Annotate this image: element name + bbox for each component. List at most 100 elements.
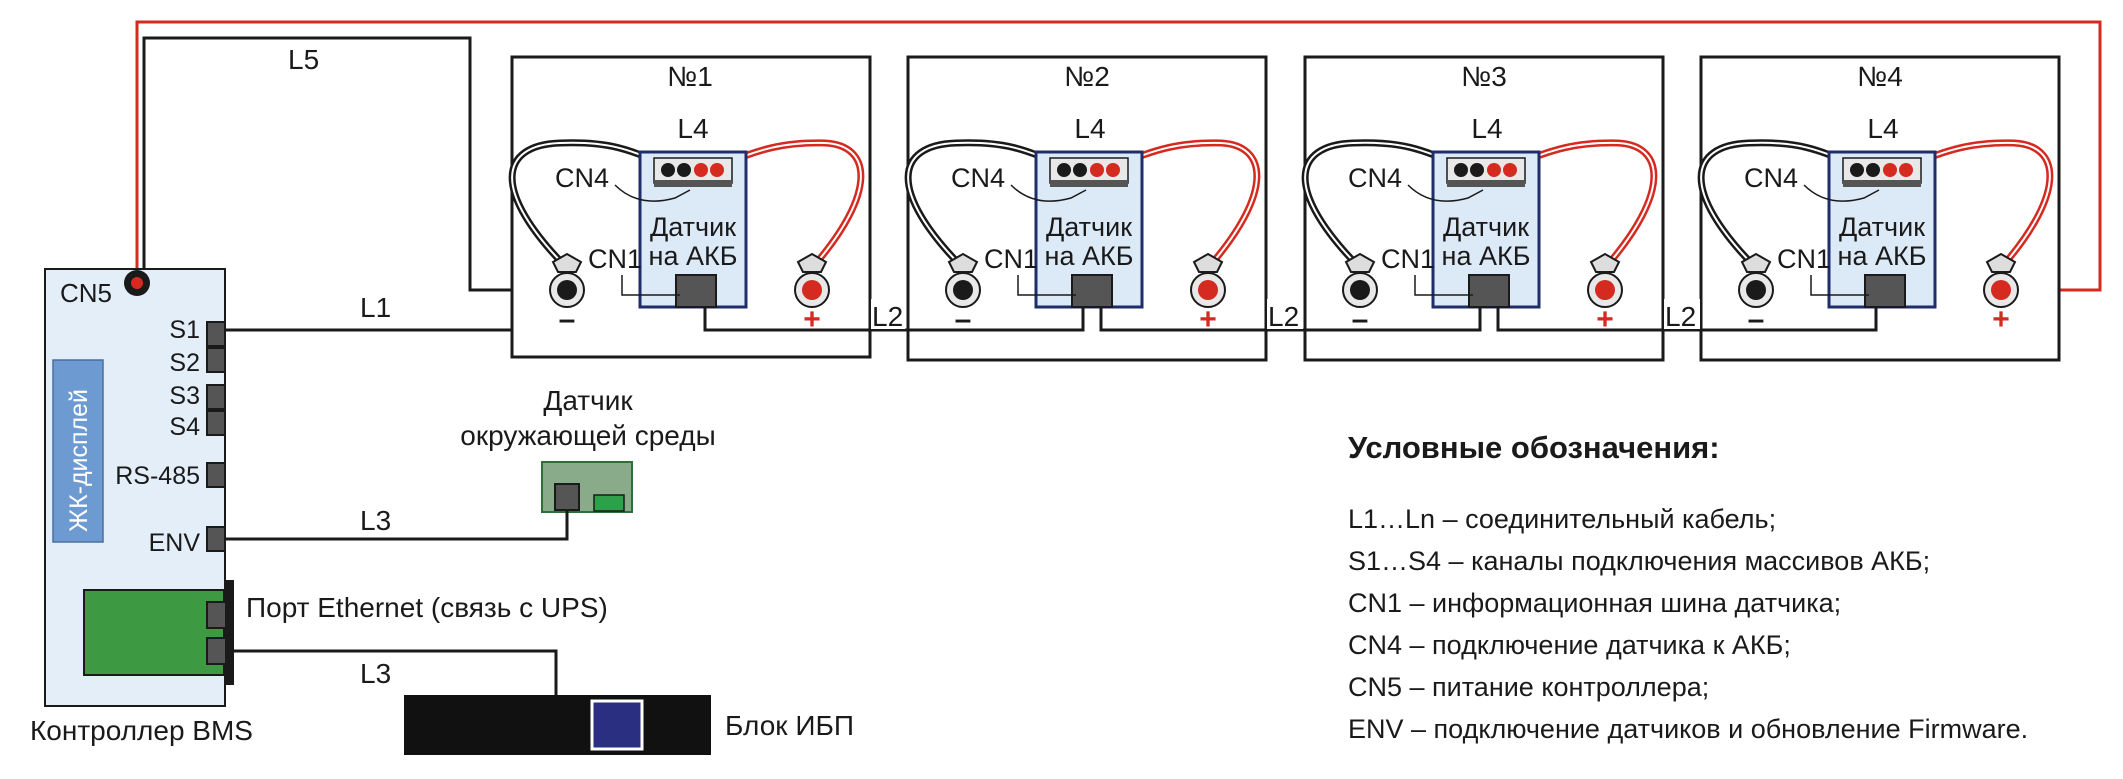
battery-4-plus-sign: + — [1992, 303, 2010, 336]
controller-name: Контроллер BMS — [30, 715, 253, 746]
l5-label: L5 — [288, 44, 319, 75]
l2-label-3: L2 — [1665, 301, 1696, 332]
battery-1-sensor-text2: на АКБ — [649, 241, 738, 271]
lcd-display — [52, 359, 104, 543]
battery-3-plus-sign: + — [1596, 303, 1614, 336]
battery-3-pin-1 — [1454, 163, 1468, 177]
battery-2-sensor-text1: Датчик — [1046, 212, 1132, 242]
battery-2-pin-2 — [1073, 163, 1087, 177]
battery-2-minus-lug — [947, 252, 979, 273]
battery-1-cn4-leader — [614, 184, 691, 202]
battery-3-black-wire-core — [1304, 141, 1459, 269]
battery-3-sensor-header-bar — [1447, 180, 1525, 187]
battery-1-cn1-connector — [675, 274, 717, 308]
battery-2-cn4-label: CN4 — [951, 163, 1005, 193]
l5-wire — [142, 36, 555, 292]
legend-item-3: CN1 – информационная шина датчика; — [1348, 588, 1841, 618]
battery-3-cn1-label: CN1 — [1381, 244, 1435, 274]
battery-4-cn1-leader — [1810, 275, 1869, 296]
battery-1-red-wire-core — [719, 141, 862, 269]
port-s3 — [206, 384, 226, 410]
l2-label-1: L2 — [872, 301, 903, 332]
battery-1-plus-terminal-core — [802, 280, 822, 300]
battery-1-sensor-header-bar — [654, 180, 732, 187]
env-sensor-connector — [554, 483, 580, 511]
l3-ups-wire — [226, 649, 558, 695]
battery-4-plus-terminal-core — [1991, 280, 2011, 300]
ethernet-label: Порт Ethernet (связь с UPS) — [246, 592, 608, 623]
battery-4-black-wire-core — [1700, 141, 1855, 269]
battery-4-cn1-label: CN1 — [1777, 244, 1831, 274]
battery-3-sensor-text1: Датчик — [1443, 212, 1529, 242]
battery-4-pin-2 — [1866, 163, 1880, 177]
battery-2: №2 L4 Датчик на АКБ CN4 CN1 – + — [904, 55, 1268, 362]
battery-3-minus-terminal-core — [1350, 280, 1370, 300]
ethernet-port-1 — [206, 601, 227, 629]
legend-item-6: ENV – подключение датчиков и обновление … — [1348, 714, 2028, 744]
battery-4-pin-1 — [1850, 163, 1864, 177]
battery-3-cn1-leader — [1414, 275, 1473, 296]
ethernet-bracket — [226, 580, 234, 685]
battery-4-sensor-text1: Датчик — [1839, 212, 1925, 242]
controller-bms: CN5 ЖК-дисплей S1 S2 S3 S4 RS-485 ENV Ко… — [30, 268, 253, 746]
ethernet-port-2 — [206, 637, 227, 665]
battery-2-sensor-header-bar — [1050, 180, 1128, 187]
battery-3-cn4-leader — [1407, 184, 1484, 202]
ups-unit: Блок ИБП — [404, 695, 854, 755]
battery-2-sensor-text2: на АКБ — [1045, 241, 1134, 271]
battery-2-minus-sign: – — [955, 303, 972, 336]
battery-2-red-wire-core — [1115, 141, 1258, 269]
battery-4-red-wire-core — [1908, 141, 2051, 269]
port-s1-label: S1 — [169, 316, 200, 344]
env-sensor-chip — [593, 494, 625, 512]
port-s2 — [206, 347, 226, 373]
battery-1-plus-lug — [796, 252, 828, 273]
battery-4-cn4-leader — [1803, 184, 1880, 202]
battery-2-pin-1 — [1057, 163, 1071, 177]
battery-4-number: №4 — [1857, 61, 1903, 92]
port-s2-label: S2 — [169, 349, 200, 377]
port-env-label: ENV — [149, 529, 201, 557]
port-s1 — [206, 321, 226, 347]
port-env — [206, 526, 226, 552]
battery-3-pin-4 — [1503, 163, 1517, 177]
l2-label-bg-2 — [1267, 299, 1303, 329]
l2-label-bg-1 — [871, 299, 905, 329]
l2-wire-1-2 — [703, 307, 1085, 332]
battery-4-minus-terminal-core — [1746, 280, 1766, 300]
battery-2-plus-sign: + — [1199, 303, 1217, 336]
legend-title: Условные обозначения: — [1348, 430, 1720, 465]
battery-4: №4 L4 Датчик на АКБ CN4 CN1 – + — [1697, 55, 2061, 362]
l2-label-2: L2 — [1268, 301, 1299, 332]
battery-1-pin-2 — [677, 163, 691, 177]
ups-label: Блок ИБП — [725, 710, 854, 741]
port-s4-label: S4 — [169, 413, 200, 441]
battery-2-number: №2 — [1064, 61, 1110, 92]
red-power-wire-top — [135, 20, 2102, 292]
l3-ups-label: L3 — [360, 658, 391, 689]
lcd-label: ЖК-дисплей — [65, 389, 93, 532]
battery-4-minus-lug — [1740, 252, 1772, 273]
battery-1-cn1-leader — [621, 275, 680, 296]
battery-1-sensor-text1: Датчик — [650, 212, 736, 242]
port-rs485-label: RS-485 — [115, 462, 200, 490]
battery-3-minus-sign: – — [1352, 303, 1369, 336]
battery-1-l4: L4 — [677, 113, 708, 144]
legend-item-1: L1…Ln – соединительный кабель; — [1348, 504, 1776, 534]
l2-label-bg-3 — [1664, 299, 1700, 329]
port-s3-label: S3 — [169, 382, 200, 410]
battery-3-number: №3 — [1461, 61, 1507, 92]
port-rs485 — [206, 462, 226, 488]
env-sensor: Датчик окружающей среды — [460, 385, 716, 513]
env-sensor-line2: окружающей среды — [460, 420, 715, 451]
battery-2-cn1-connector — [1071, 274, 1113, 308]
battery-1-pin-3 — [694, 163, 708, 177]
battery-4-plus-lug — [1985, 252, 2017, 273]
battery-1-pin-4 — [710, 163, 724, 177]
battery-2-cn4-leader — [1010, 184, 1087, 202]
l2-wire-2-3 — [1099, 307, 1482, 332]
battery-2-cn1-label: CN1 — [984, 244, 1038, 274]
ups-body — [404, 695, 711, 755]
l3-env-label: L3 — [360, 505, 391, 536]
battery-1-minus-sign: – — [559, 303, 576, 336]
